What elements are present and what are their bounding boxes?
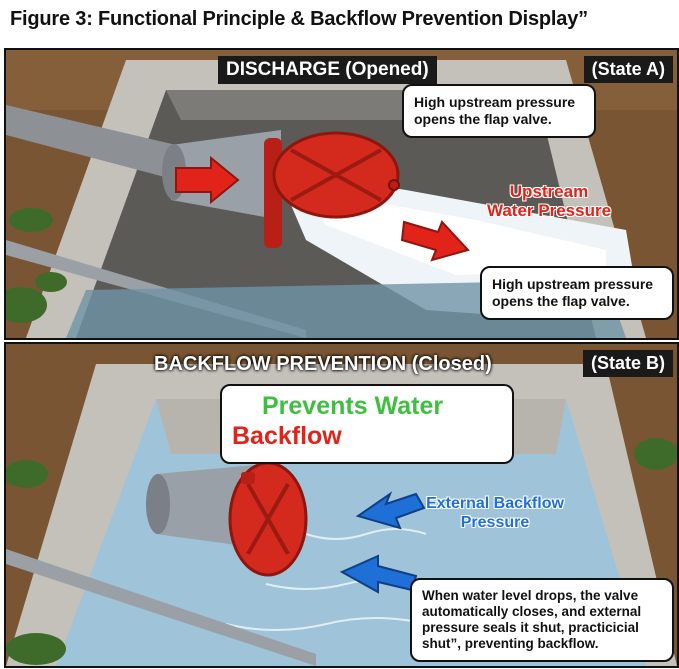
state-b-header: BACKFLOW PREVENTION (Closed)	[154, 353, 492, 375]
callout-bottom: High upstream pressure opens the flap va…	[480, 266, 674, 320]
outer-pipe	[6, 105, 176, 180]
backflow-pressure-line2: Pressure	[460, 514, 530, 531]
callout-top: High upstream pressure opens the flap va…	[402, 84, 596, 138]
figure-title: Figure 3: Functional Principle & Backflo…	[10, 8, 588, 30]
flap-valve-open	[264, 131, 400, 248]
state-a-header: DISCHARGE (Opened)	[218, 56, 437, 84]
backflow-pressure-label: External Backflow Pressure	[412, 494, 578, 532]
backflow-pressure-line1: External Backflow	[426, 495, 564, 512]
panel-state-b: BACKFLOW PREVENTION (Closed) (State B) P…	[4, 342, 679, 668]
state-a-label: (State A)	[583, 56, 673, 83]
headline-line1: Prevents Water	[262, 392, 444, 420]
upstream-arrow-left	[175, 155, 240, 205]
flap-valve-closed	[228, 461, 308, 577]
backflow-arrow-bottom	[339, 554, 418, 594]
upstream-pressure-line1: Upstream	[509, 182, 589, 201]
state-b-label: (State B)	[582, 350, 673, 377]
upstream-arrow-right	[400, 220, 470, 262]
ground-pipe-b	[6, 549, 316, 666]
vegetation-b	[6, 438, 677, 665]
vegetation-left	[6, 208, 67, 323]
panel-state-a: DISCHARGE (Opened) (State A) High upstre…	[4, 48, 679, 340]
upstream-pressure-line2: Water Pressure	[486, 201, 612, 220]
backflow-arrow-top	[355, 491, 426, 530]
callout-closed: When water level drops, the valve automa…	[410, 578, 674, 662]
upstream-pressure-label: Upstream Water Pressure	[484, 182, 614, 220]
headline-bubble	[220, 384, 514, 464]
headline-line2: Backflow	[232, 422, 342, 450]
